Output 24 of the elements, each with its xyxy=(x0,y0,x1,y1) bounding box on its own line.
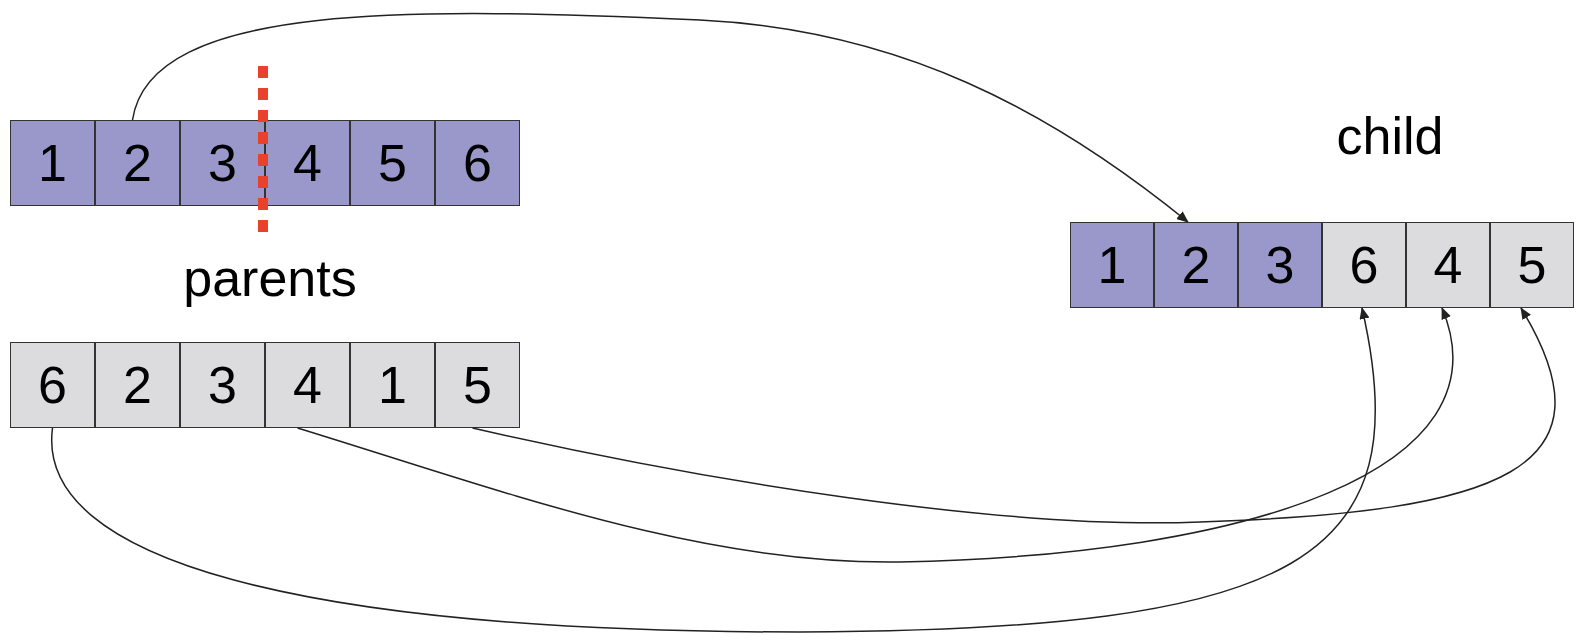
gene-cell: 3 xyxy=(180,342,265,428)
arrow xyxy=(51,307,1376,633)
arrow xyxy=(296,307,1454,563)
gene-cell: 1 xyxy=(10,120,95,206)
gene-cell: 6 xyxy=(435,120,520,206)
group-label: parents xyxy=(182,248,358,309)
gene-cell: 4 xyxy=(265,342,350,428)
gene-cell: 6 xyxy=(10,342,95,428)
gene-cell: 5 xyxy=(350,120,435,206)
gene-cell: 5 xyxy=(435,342,520,428)
gene-cell: 2 xyxy=(1154,222,1238,308)
gene-cell: 1 xyxy=(1070,222,1154,308)
group-label: child xyxy=(1335,106,1445,167)
arrow xyxy=(471,307,1556,524)
gene-cell: 3 xyxy=(180,120,265,206)
gene-cell: 5 xyxy=(1490,222,1574,308)
arrow xyxy=(131,12,1189,223)
gene-cell: 4 xyxy=(265,120,350,206)
gene-cell: 4 xyxy=(1406,222,1490,308)
gene-cell: 3 xyxy=(1238,222,1322,308)
gene-cell: 6 xyxy=(1322,222,1406,308)
gene-cell: 2 xyxy=(95,342,180,428)
gene-cell: 1 xyxy=(350,342,435,428)
gene-cell: 2 xyxy=(95,120,180,206)
